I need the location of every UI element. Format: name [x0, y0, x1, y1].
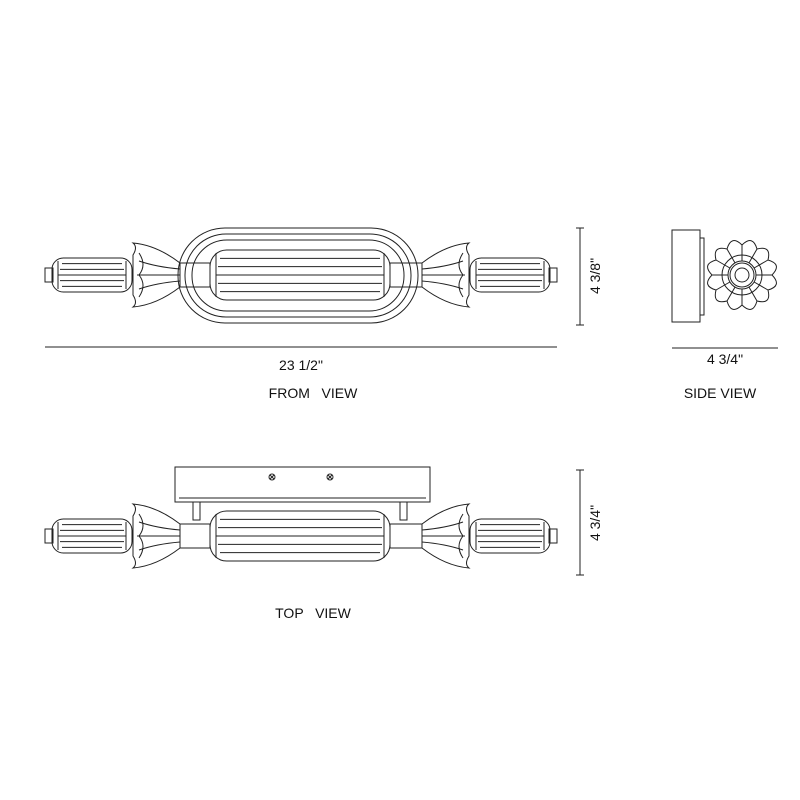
- rosette-petal-line: [748, 248, 758, 264]
- crystal-facet: [138, 252, 144, 298]
- rosette-ring: [729, 262, 755, 288]
- rosette-petal-line: [726, 248, 736, 264]
- side-view: 4 3/4" SIDE VIEW: [671, 229, 778, 401]
- crystal-facet: [421, 260, 464, 270]
- wall-plate: [671, 229, 701, 323]
- bulb-outline: [51, 257, 133, 293]
- end-cap: [44, 528, 54, 544]
- left-small-bulb: [51, 257, 133, 293]
- bulb-outline: [469, 518, 551, 554]
- rosette-petal-line: [726, 286, 736, 302]
- crystal-facet: [421, 280, 464, 290]
- right-small-bulb: [469, 518, 551, 554]
- arm-post: [399, 501, 408, 521]
- right-arm: [389, 523, 423, 549]
- inner-frame: [191, 239, 405, 312]
- bulb-outline: [51, 518, 133, 554]
- right-crystal: [421, 242, 471, 308]
- crystal-facet: [421, 541, 464, 551]
- end-cap: [548, 267, 558, 283]
- rosette-petal-line: [715, 259, 731, 269]
- front-lamp: [44, 242, 558, 308]
- crystal-facet: [138, 513, 144, 559]
- side-depth-dimension-text: 4 3/4": [707, 351, 743, 367]
- rosette-ring: [721, 254, 763, 296]
- crystal-facet: [138, 521, 181, 531]
- top-depth-dimension-text: 4 3/4": [587, 505, 603, 541]
- backplate: [174, 466, 431, 503]
- arm-post: [192, 501, 201, 521]
- crystal-facet: [138, 280, 181, 290]
- rosette-petal-line: [753, 259, 769, 269]
- center-bulb: [209, 510, 391, 562]
- crystal-facet: [458, 252, 464, 298]
- right-small-bulb: [469, 257, 551, 293]
- height-dimension-text: 4 3/8": [587, 258, 603, 294]
- left-arm: [179, 523, 211, 549]
- center-bulb: [209, 249, 391, 301]
- rosette-petal-line: [753, 281, 769, 291]
- right-crystal: [421, 503, 471, 569]
- left-small-bulb: [51, 518, 133, 554]
- crystal-facet: [138, 260, 181, 270]
- front-view-label: FROM VIEW: [269, 385, 358, 401]
- rosette-ring: [727, 260, 757, 290]
- mount-plate: [699, 237, 705, 316]
- rosette-center: [734, 267, 750, 283]
- side-view-label: SIDE VIEW: [684, 385, 757, 401]
- crystal-rosette: [707, 240, 777, 310]
- top-view: [44, 466, 558, 569]
- width-dimension-text: 23 1/2": [279, 357, 323, 373]
- bulb-outline: [469, 257, 551, 293]
- rosette-petal-line: [715, 281, 731, 291]
- top-view-label: TOP VIEW: [275, 605, 352, 621]
- front-view: [44, 227, 558, 324]
- outer-frame-inner-edge: [184, 233, 412, 318]
- end-cap: [44, 267, 54, 283]
- crystal-facet: [138, 541, 181, 551]
- end-cap: [548, 528, 558, 544]
- rosette-petal-line: [748, 286, 758, 302]
- front-dimensions: 23 1/2" 4 3/8" FROM VIEW: [45, 227, 603, 401]
- rosette-outline: [707, 240, 777, 310]
- bulb-outline: [209, 510, 391, 562]
- left-crystal: [131, 242, 181, 308]
- top-dimensions: 4 3/4" TOP VIEW: [275, 469, 603, 621]
- screw-icon: [268, 473, 276, 481]
- crystal-facet: [421, 521, 464, 531]
- left-crystal: [131, 503, 181, 569]
- crystal-facet: [458, 513, 464, 559]
- screw-icon: [326, 473, 334, 481]
- top-lamp: [44, 503, 558, 569]
- bulb-outline: [209, 249, 391, 301]
